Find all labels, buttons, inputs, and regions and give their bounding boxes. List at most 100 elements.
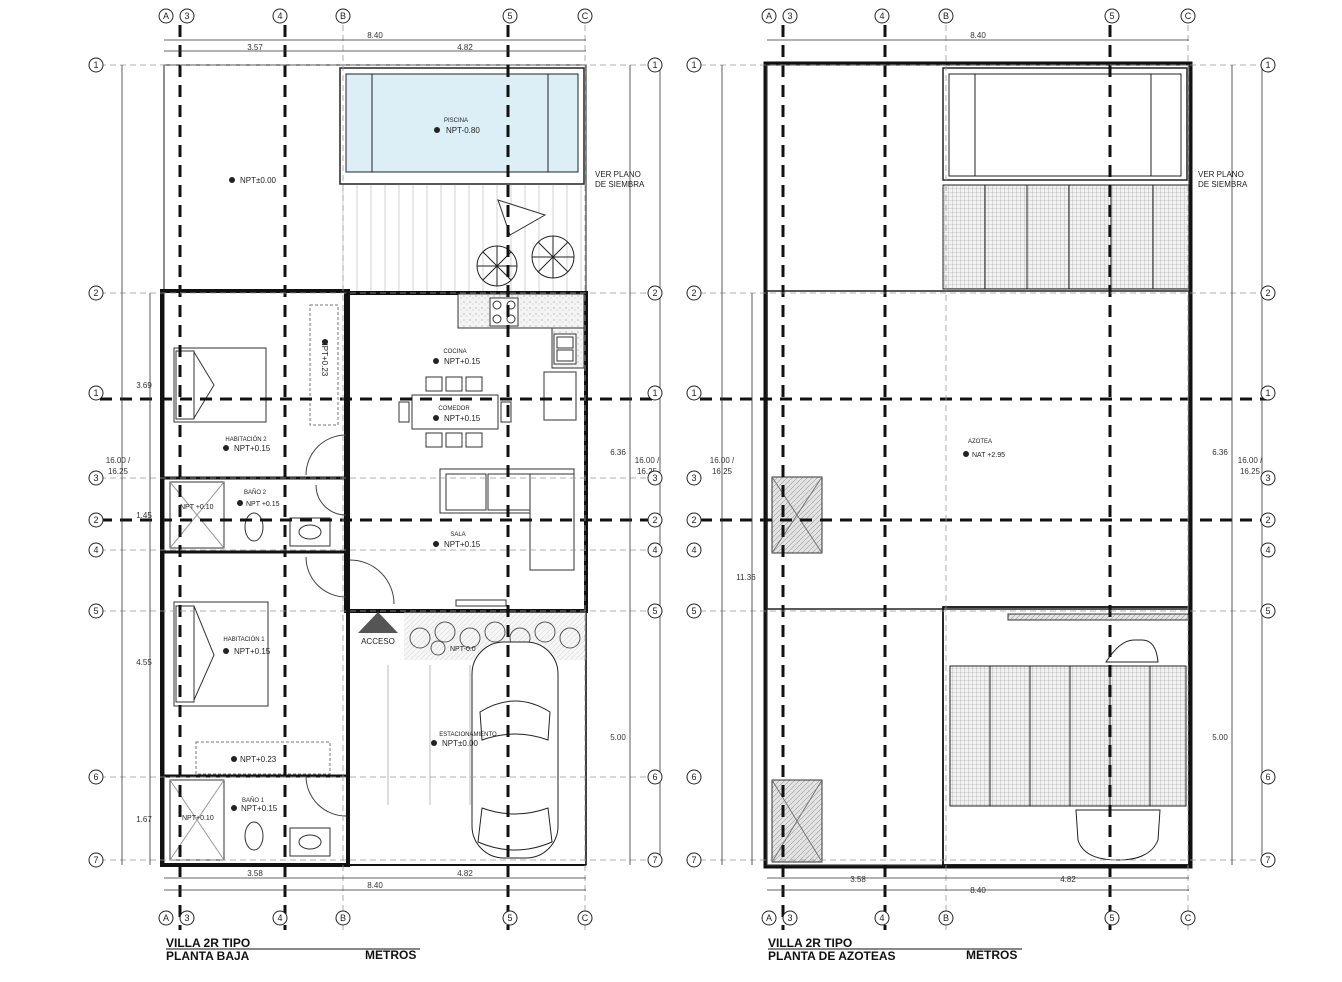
axis-bubble-row-2: 2 bbox=[88, 512, 104, 528]
room-labels: PISCINA NPT-0.80 NPT±0.00 COCINA NPT+0.1… bbox=[180, 118, 497, 822]
svg-text:4: 4 bbox=[93, 545, 98, 555]
svg-text:B: B bbox=[943, 11, 949, 21]
axis-bubble-col-a: A bbox=[761, 8, 777, 24]
svg-text:5: 5 bbox=[1109, 11, 1114, 21]
axis-bubble-row-5: 5 bbox=[647, 603, 663, 619]
axis-bubble-col-5: 5 bbox=[1104, 8, 1120, 24]
room-name-dining: COMEDOR bbox=[438, 406, 470, 412]
axis-bubble-col-a: A bbox=[761, 910, 777, 926]
tv-console bbox=[455, 599, 507, 607]
svg-text:2: 2 bbox=[1265, 515, 1270, 525]
roof-dim-overall-bottom: 8.40 bbox=[970, 886, 986, 895]
axis-bubble-row-3: 3 bbox=[88, 470, 104, 486]
axis-bubble-row-5: 5 bbox=[1260, 603, 1276, 619]
svg-text:5: 5 bbox=[507, 913, 512, 923]
thin-grid-lines-roof bbox=[700, 25, 1270, 930]
axis-bubble-col-c: C bbox=[577, 8, 593, 24]
axis-bubble-row-3: 3 bbox=[1260, 470, 1276, 486]
axis-bubble-row-7: 7 bbox=[88, 852, 104, 868]
door-swings bbox=[305, 434, 395, 817]
axis-bubble-row-1: 1 bbox=[88, 385, 104, 401]
dim-right-total-b: 16.25 bbox=[637, 467, 658, 476]
svg-text:5: 5 bbox=[691, 606, 696, 616]
svg-text:C: C bbox=[1185, 913, 1192, 923]
level-shower-2: NPT +0.10 bbox=[180, 504, 214, 511]
svg-text:3: 3 bbox=[652, 473, 657, 483]
level-dining: NPT+0.15 bbox=[444, 414, 481, 423]
svg-text:A: A bbox=[163, 913, 169, 923]
roof-dim-overall-top: 8.40 bbox=[970, 31, 986, 40]
level-kitchen: NPT+0.15 bbox=[444, 357, 481, 366]
axis-bubble-row-1: 1 bbox=[88, 57, 104, 73]
axis-bubble-row-4: 4 bbox=[1260, 542, 1276, 558]
dimension-lines-roof bbox=[721, 39, 1263, 891]
axis-bubble-row-1: 1 bbox=[1260, 57, 1276, 73]
svg-text:B: B bbox=[340, 913, 346, 923]
dim-bottom-right: 4.82 bbox=[457, 869, 473, 878]
axis-bubble-row-2: 2 bbox=[686, 285, 702, 301]
axis-bubble-row-1: 1 bbox=[686, 385, 702, 401]
axis-bubble-col-b: B bbox=[938, 8, 954, 24]
room-name-kitchen: COCINA bbox=[443, 349, 466, 355]
axis-bubble-row-7: 7 bbox=[647, 852, 663, 868]
level-pool: NPT-0.80 bbox=[446, 126, 480, 135]
access-label: ACCESO bbox=[361, 637, 395, 646]
svg-text:1: 1 bbox=[93, 388, 98, 398]
pool bbox=[339, 67, 585, 185]
svg-text:2: 2 bbox=[652, 515, 657, 525]
axis-bubble-row-3: 3 bbox=[686, 470, 702, 486]
axis-bubble-col-a: A bbox=[158, 8, 174, 24]
svg-text:B: B bbox=[943, 913, 949, 923]
axis-bubble-row-2: 2 bbox=[647, 285, 663, 301]
axis-bubble-col-b: B bbox=[938, 910, 954, 926]
plan-units: METROS bbox=[365, 948, 416, 962]
access-arrow-icon bbox=[358, 612, 398, 633]
axis-bubble-row-5: 5 bbox=[686, 603, 702, 619]
svg-text:2: 2 bbox=[1265, 288, 1270, 298]
dim-left-3: 1.67 bbox=[136, 815, 152, 824]
axis-bubble-row-6: 6 bbox=[1260, 769, 1276, 785]
axis-bubble-row-4: 4 bbox=[647, 542, 663, 558]
level-bedroom-1: NPT+0.15 bbox=[234, 647, 271, 656]
svg-text:3: 3 bbox=[787, 913, 792, 923]
axis-bubble-col-c: C bbox=[1180, 910, 1196, 926]
skylight-upper-x bbox=[771, 476, 823, 554]
svg-text:4: 4 bbox=[277, 913, 282, 923]
axis-bubble-col-3: 3 bbox=[179, 8, 195, 24]
grid-lines bbox=[100, 25, 660, 930]
svg-text:4: 4 bbox=[691, 545, 696, 555]
roof-plan-title: VILLA 2R TIPO bbox=[768, 936, 852, 950]
axis-bubble-col-c: C bbox=[577, 910, 593, 926]
axis-bubble-row-1: 1 bbox=[647, 57, 663, 73]
level-marker-icons bbox=[223, 127, 440, 811]
axis-bubble-col-4: 4 bbox=[874, 910, 890, 926]
roof-dim-bottom-left: 3.58 bbox=[850, 875, 866, 884]
svg-text:5: 5 bbox=[1265, 606, 1270, 616]
svg-text:2: 2 bbox=[691, 515, 696, 525]
svg-text:1: 1 bbox=[1265, 388, 1270, 398]
pergola-beams bbox=[984, 185, 1154, 289]
axis-bubble-col-b: B bbox=[335, 910, 351, 926]
svg-text:1: 1 bbox=[93, 60, 98, 70]
dim-left-2: 4.55 bbox=[136, 658, 152, 667]
dim-right-0: 6.36 bbox=[610, 448, 626, 457]
carport-pergola bbox=[949, 665, 1187, 807]
stove-icon bbox=[489, 297, 519, 327]
svg-text:A: A bbox=[163, 11, 169, 21]
level-parking: NPT±0.00 bbox=[442, 739, 479, 748]
roof-outline bbox=[763, 61, 1193, 869]
axis-bubble-row-1: 1 bbox=[686, 57, 702, 73]
dim-right-1: 5.00 bbox=[610, 733, 626, 742]
level-roof: NAT +2.95 bbox=[972, 452, 1005, 459]
svg-text:C: C bbox=[1185, 11, 1192, 21]
axis-bubble-row-7: 7 bbox=[686, 852, 702, 868]
svg-text:5: 5 bbox=[93, 606, 98, 616]
dim-right-total-a: 16.00 / bbox=[635, 456, 660, 465]
roof-dim-right-1: 5.00 bbox=[1212, 733, 1228, 742]
svg-text:1: 1 bbox=[691, 388, 696, 398]
room-name-roof: AZOTEA bbox=[968, 439, 992, 445]
kitchen-counter bbox=[457, 293, 585, 329]
level-closet-2: NPT+0.23 bbox=[320, 340, 329, 377]
svg-text:C: C bbox=[582, 11, 589, 21]
